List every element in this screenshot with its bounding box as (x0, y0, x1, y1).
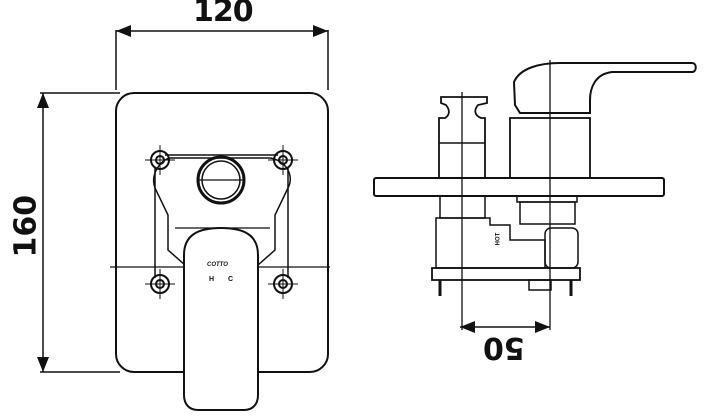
width-dimension-line (115, 25, 329, 90)
lever-arm (512, 62, 697, 114)
width-dimension-label: 120 (193, 0, 254, 29)
front-view (37, 25, 330, 411)
mounting-screw-top-left (145, 145, 175, 175)
depth-dimension-label: 50 (483, 330, 525, 365)
side-view (373, 60, 697, 333)
side-hot-label: HOT (495, 232, 502, 246)
diverter-stem (438, 96, 488, 179)
cold-indicator: C (228, 276, 234, 283)
mounting-screw-bottom-left (145, 269, 175, 299)
mounting-screw-bottom-right (268, 269, 298, 299)
brand-logo: COTTO (207, 262, 228, 268)
height-dimension-label: 160 (8, 194, 44, 258)
lever-handle (183, 226, 259, 411)
wall-plate (373, 177, 665, 197)
hot-indicator: H (209, 276, 215, 283)
mounting-screw-top-right (268, 145, 298, 175)
valve-housing (431, 195, 581, 296)
height-dimension-line (37, 92, 120, 373)
